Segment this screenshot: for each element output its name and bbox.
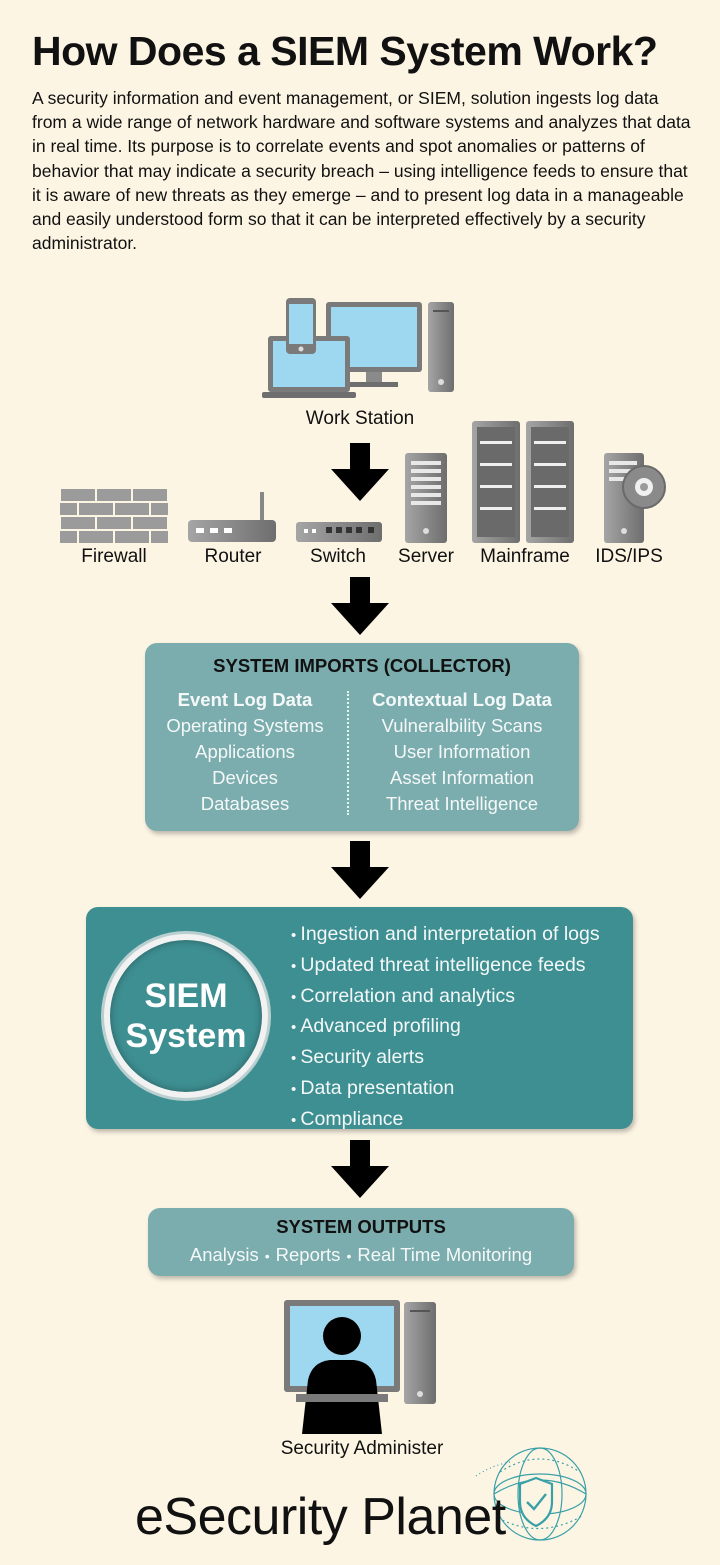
server-icon <box>405 453 447 543</box>
firewall-icon <box>60 488 168 544</box>
down-arrow-icon <box>331 1140 389 1198</box>
output-item: Reports <box>275 1244 341 1265</box>
down-arrow-icon <box>331 841 389 899</box>
intro-paragraph: A security information and event managem… <box>32 88 691 254</box>
bullet-separator: • <box>264 1248 270 1264</box>
siem-badge: SIEM System <box>104 934 268 1098</box>
siem-feature: Compliance <box>291 1105 600 1136</box>
security-admin-icon <box>284 1300 436 1434</box>
event-log-item: Operating Systems <box>166 715 324 736</box>
globe-shield-icon <box>475 1447 587 1541</box>
workstation-icon <box>262 298 454 398</box>
down-arrow-icon <box>331 443 389 501</box>
siem-feature-list: Ingestion and interpretation of logs Upd… <box>291 920 600 1136</box>
event-log-item: Applications <box>195 741 295 762</box>
event-log-heading: Event Log Data <box>177 689 313 710</box>
siem-badge-line1: SIEM <box>144 977 228 1015</box>
siem-feature: Data presentation <box>291 1074 600 1105</box>
event-log-item: Databases <box>200 793 290 814</box>
siem-box: SIEM System Ingestion and interpretation… <box>86 907 633 1130</box>
device-label-ids-ips: IDS/IPS <box>595 546 663 567</box>
event-log-column: Event Log Data Operating Systems Applica… <box>145 687 345 817</box>
outputs-items: Analysis • Reports • Real Time Monitoring <box>148 1244 574 1266</box>
brand-logo: eSecurity Planet <box>135 1488 506 1546</box>
event-log-item: Devices <box>212 767 278 788</box>
siem-feature: Updated threat intelligence feeds <box>291 951 600 982</box>
siem-feature: Ingestion and interpretation of logs <box>291 920 599 951</box>
switch-icon <box>296 522 382 542</box>
device-label-switch: Switch <box>310 546 366 567</box>
contextual-log-item: Asset Information <box>390 767 534 788</box>
device-label-router: Router <box>204 546 262 567</box>
collector-title: SYSTEM IMPORTS (COLLECTOR) <box>213 655 511 676</box>
collector-box: SYSTEM IMPORTS (COLLECTOR) Event Log Dat… <box>145 643 579 831</box>
mainframe-icon <box>472 421 574 543</box>
contextual-log-item: User Information <box>393 741 531 762</box>
siem-feature: Advanced profiling <box>291 1012 600 1043</box>
device-label-firewall: Firewall <box>81 546 147 567</box>
admin-label: Security Administer <box>280 1438 444 1459</box>
page-title: How Does a SIEM System Work? <box>32 28 658 74</box>
contextual-log-item: Threat Intelligence <box>385 793 539 814</box>
siem-feature: Security alerts <box>291 1043 600 1074</box>
contextual-log-item: Vulneralbility Scans <box>381 715 543 736</box>
contextual-log-column: Contextual Log Data Vulneralbility Scans… <box>362 687 562 817</box>
contextual-log-heading: Contextual Log Data <box>372 689 552 710</box>
siem-badge-line2: System <box>125 1017 247 1055</box>
outputs-title: SYSTEM OUTPUTS <box>276 1216 446 1237</box>
output-item: Real Time Monitoring <box>357 1244 533 1265</box>
bullet-separator: • <box>346 1248 352 1264</box>
device-label-server: Server <box>398 546 454 567</box>
output-item: Analysis <box>189 1244 259 1265</box>
siem-feature: Correlation and analytics <box>291 982 600 1013</box>
column-divider <box>347 691 349 815</box>
device-label-mainframe: Mainframe <box>480 546 570 567</box>
down-arrow-icon <box>331 577 389 635</box>
workstation-label: Work Station <box>305 408 415 429</box>
ids-ips-icon <box>604 453 666 543</box>
outputs-box: SYSTEM OUTPUTS Analysis • Reports • Real Tim… <box>148 1208 574 1276</box>
router-icon <box>188 492 276 542</box>
